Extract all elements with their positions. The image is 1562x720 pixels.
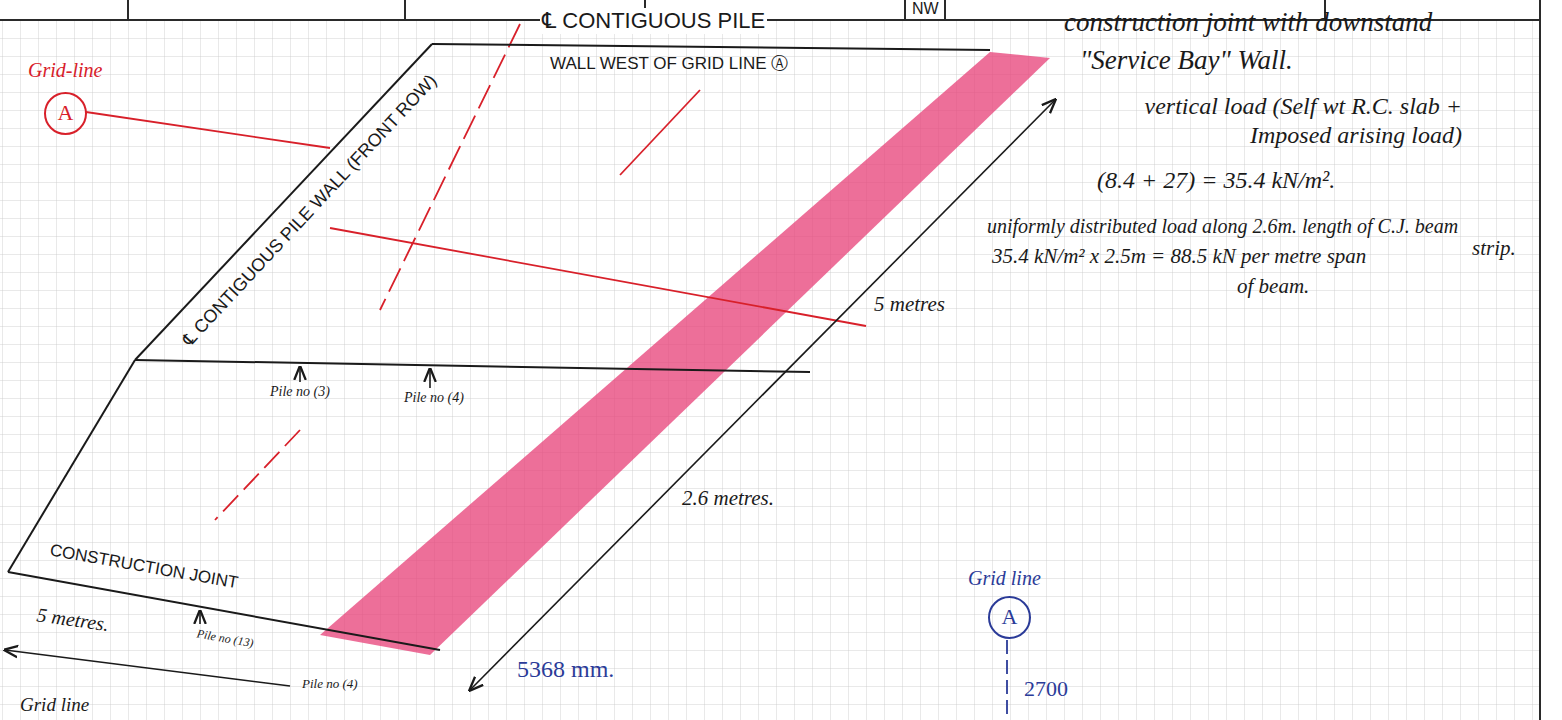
load-note: of beam.	[1235, 274, 1311, 299]
dimension: 5368 mm.	[515, 655, 616, 684]
dimension: 2700	[1022, 676, 1070, 702]
load-calc: (8.4 + 27) = 35.4 kN/m².	[1095, 166, 1337, 195]
sheet-heading: NW	[910, 0, 941, 18]
pile-label: Pile no (4)	[300, 676, 360, 692]
grid-label: Grid line	[18, 694, 91, 717]
load-note: strip.	[1470, 236, 1518, 261]
pile-label: Pile no (13)	[194, 626, 257, 651]
grid-marker: Grid lineA	[968, 566, 1041, 590]
red-setting-out-lines	[86, 24, 866, 520]
joint-label: CONSTRUCTION JOINT	[46, 540, 241, 594]
wall-label: WALL WEST OF GRID LINE Ⓐ	[548, 54, 790, 74]
wall-label: ℄ CONTIGUOUS PILE WALL (FRONT ROW)	[177, 69, 443, 352]
grid-bubble: A	[44, 92, 87, 135]
note: construction joint with downstand	[1062, 6, 1434, 38]
pile-label: Pile no (3)	[268, 384, 332, 401]
load-note: vertical load (Self wt R.C. slab + Impos…	[1100, 92, 1464, 150]
dimension-lines	[5, 100, 1055, 690]
grid-line-a	[1006, 640, 1008, 720]
grid-bubble: A	[988, 596, 1031, 639]
wall-label: ℄ CONTIGUOUS PILE	[540, 8, 767, 34]
beam-strip	[320, 52, 1050, 655]
pile-label: Pile no (4)	[402, 390, 466, 407]
grid-marker: Grid-lineA	[28, 58, 102, 82]
dimension: 2.6 metres.	[680, 486, 776, 511]
graph-paper	[0, 20, 1540, 720]
grid-heading: Grid-line	[28, 58, 102, 82]
load-calc: 35.4 kN/m² x 2.5m = 88.5 kN per metre sp…	[990, 244, 1368, 269]
note: "Service Bay" Wall.	[1078, 44, 1295, 76]
slab-outline	[8, 44, 990, 650]
load-note: uniformly distributed load along 2.6m. l…	[985, 214, 1460, 238]
dimension: 5 metres	[872, 292, 947, 317]
grid-heading: Grid line	[968, 566, 1041, 590]
dimension: 5 metres.	[33, 602, 112, 636]
